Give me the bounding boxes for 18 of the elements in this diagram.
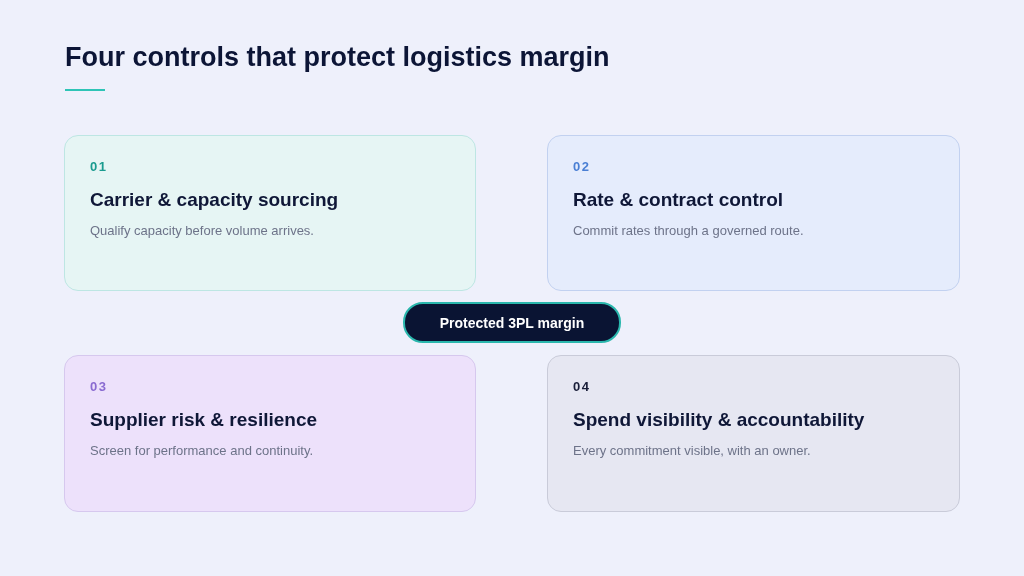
control-card bbox=[547, 355, 960, 512]
step-number: 03 bbox=[90, 379, 108, 395]
control-card bbox=[547, 135, 960, 291]
card-description: Commit rates through a governed route. bbox=[573, 223, 804, 239]
card-heading: Carrier & capacity sourcing bbox=[90, 188, 339, 212]
card-description: Screen for performance and continuity. bbox=[90, 443, 314, 459]
card-description: Qualify capacity before volume arrives. bbox=[90, 223, 314, 239]
slide-title: Four controls that protect logistics margin bbox=[65, 41, 610, 74]
card-heading: Spend visibility & accountability bbox=[573, 408, 865, 432]
step-number: 02 bbox=[573, 159, 591, 175]
card-heading: Rate & contract control bbox=[573, 188, 784, 212]
control-card bbox=[64, 135, 476, 291]
step-number: 04 bbox=[573, 379, 591, 395]
control-card bbox=[64, 355, 476, 512]
outcome-pill: Protected 3PL margin bbox=[403, 302, 621, 343]
card-description: Every commitment visible, with an owner. bbox=[573, 443, 811, 459]
step-number: 01 bbox=[90, 159, 108, 175]
card-heading: Supplier risk & resilience bbox=[90, 408, 318, 432]
